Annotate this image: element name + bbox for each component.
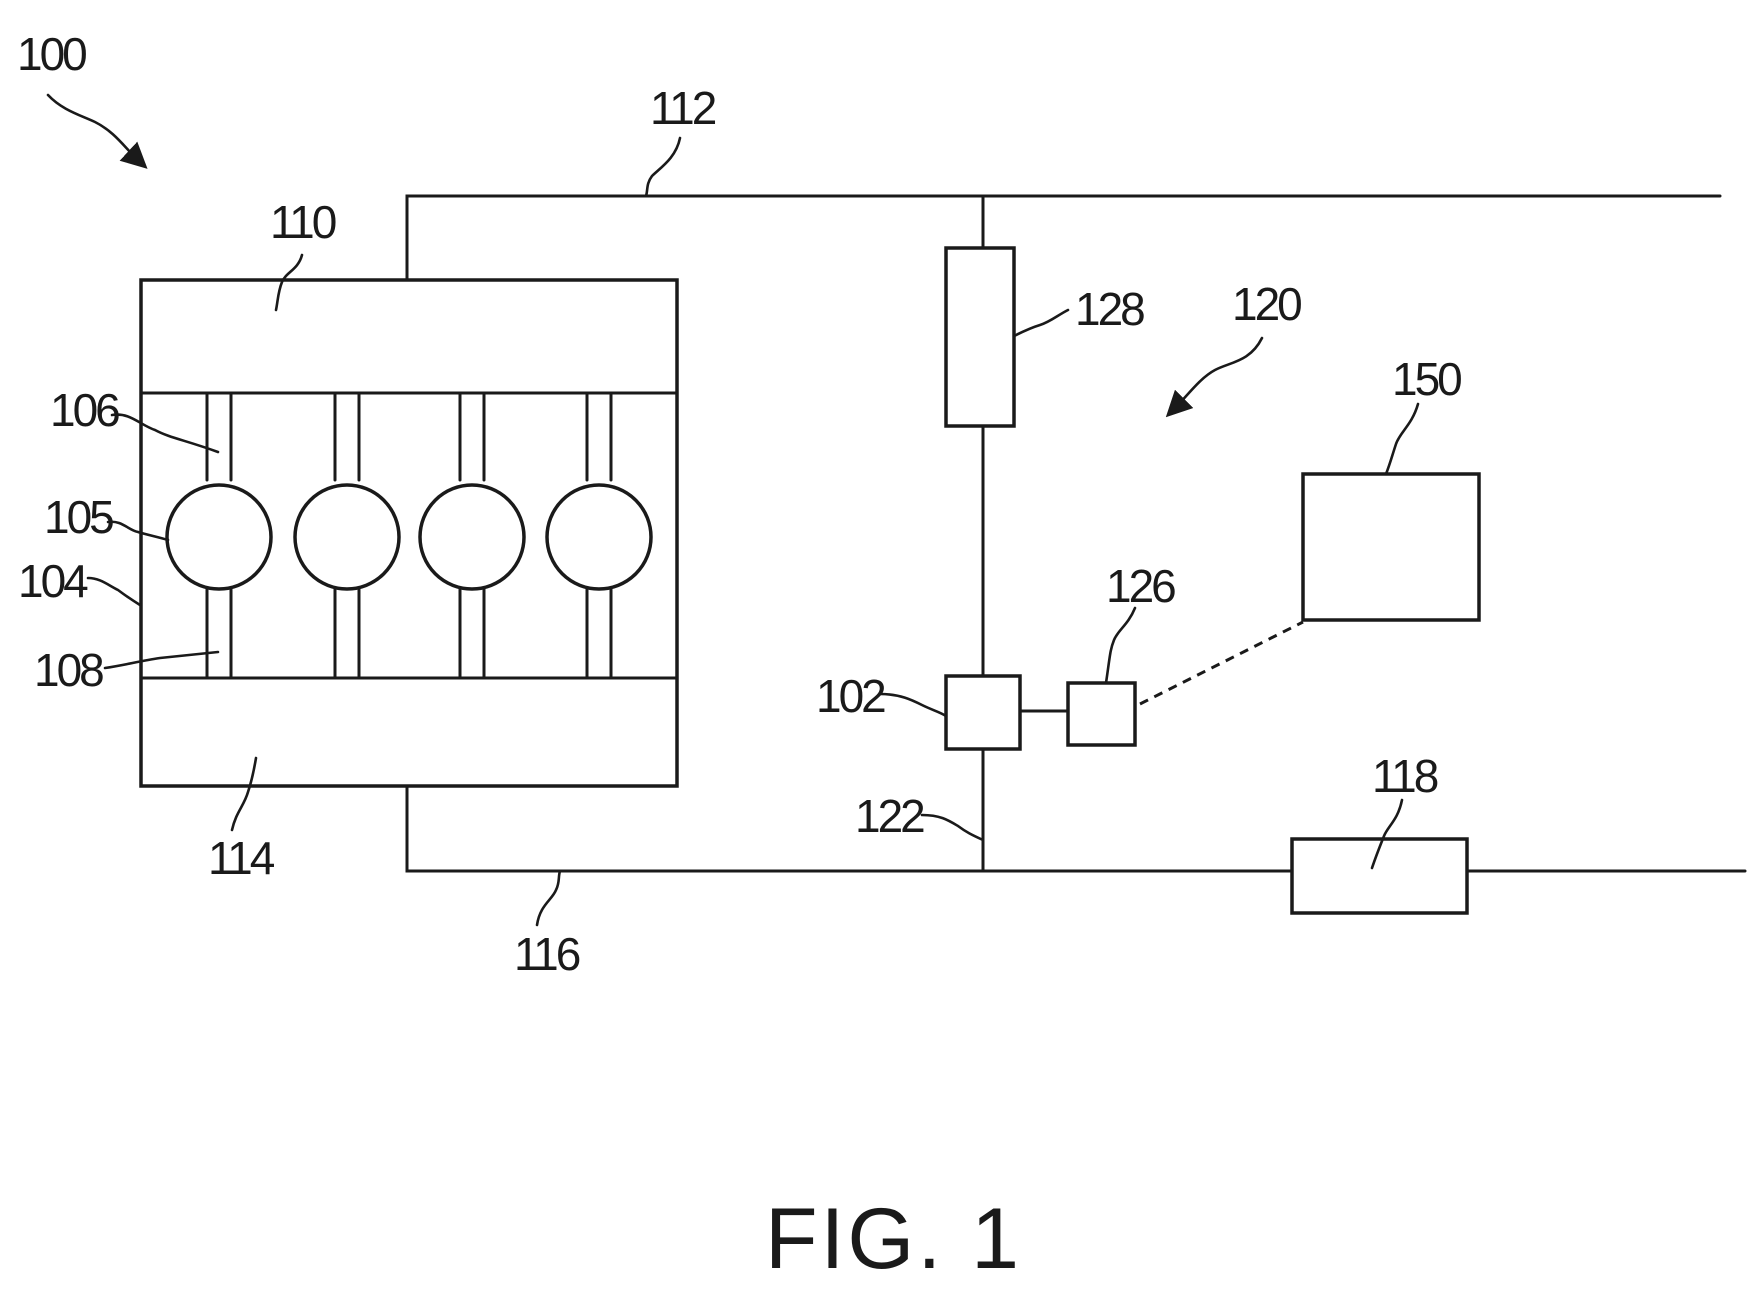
leader-112 [646,138,680,196]
leader-126 [1106,608,1135,683]
cylinder-2 [295,485,399,589]
label-104: 104 [18,555,88,607]
label-105: 105 [44,491,113,543]
cylinder-3 [420,485,524,589]
arrow-100 [48,95,138,160]
label-126: 126 [1106,560,1175,612]
leader-102 [880,694,946,716]
label-120: 120 [1232,278,1301,330]
leader-150 [1386,404,1418,474]
label-116: 116 [514,928,580,980]
figure-caption: FIG. 1 [765,1191,1022,1287]
label-108: 108 [34,644,103,696]
label-114: 114 [208,832,275,884]
label-100: 100 [17,28,86,80]
controller-150-box [1303,474,1479,620]
leader-104 [88,578,140,605]
actuator-126-box [1068,683,1135,745]
label-110: 110 [270,196,336,248]
label-128: 128 [1075,283,1144,335]
component-128-box [946,248,1014,426]
label-106: 106 [50,384,119,436]
label-122: 122 [855,790,924,842]
leader-128 [1014,310,1068,336]
intake-line [407,196,1720,280]
leader-122 [922,815,983,840]
signal-link [1140,622,1303,704]
exhaust-line [407,786,1745,871]
label-150: 150 [1392,353,1461,405]
label-118: 118 [1372,750,1438,802]
cylinder-4 [547,485,651,589]
label-102: 102 [816,670,885,722]
valve-102-box [946,676,1020,749]
leader-116 [537,871,560,925]
arrow-120 [1175,338,1262,408]
label-112: 112 [650,82,716,134]
cylinder-1 [167,485,271,589]
